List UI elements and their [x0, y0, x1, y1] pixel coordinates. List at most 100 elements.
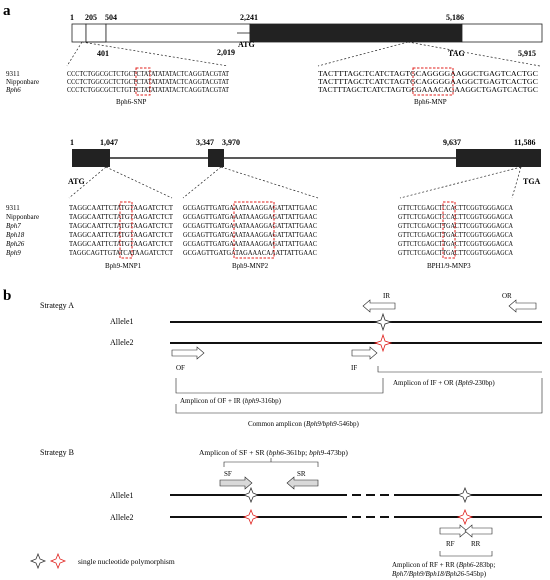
g2-mnp2-marker: Bph9-MNP2: [232, 262, 269, 270]
g2-block1: TAGGCAATTCTATGTAAGATCTCT TAGGCAATTCTATGT…: [69, 204, 174, 257]
strategy-a-allele2-label: Allele2: [110, 338, 134, 347]
g2-b3-seq-2: GTTCTCGAGCTCCACTTCGGTGGGAGCA: [398, 213, 513, 221]
g2-b2-seq-5: GCGAGTTGATGAAATAAAGGAGATTATTGAAC: [183, 240, 317, 248]
primer-sf-arrow-icon: [219, 476, 253, 490]
primer-of-arrow-icon: [171, 346, 205, 360]
gene1-tag: TAG: [448, 49, 465, 58]
gene2-coord-3970: 3,970: [222, 138, 240, 147]
g1-left-seq-3: CCCTCTGGCGCTCTGTTCTATATATATACTCAGGTACGTA…: [67, 86, 230, 94]
g1-left-seq-1: CCCTCTGGCGCTCTGCTCTATATATATACTCAGGTACGTA…: [67, 70, 230, 78]
primer-ir-label: IR: [383, 292, 390, 300]
panel-a-label: a: [3, 3, 11, 19]
primer-if-label: IF: [351, 364, 357, 372]
g1-name-3: Bph6: [6, 86, 21, 94]
gene1-atg: ATG: [238, 40, 255, 49]
amp-if-or-text: Amplicon of IF + OR (Bph9-230bp): [393, 379, 495, 387]
g2-mnp1-highlight-box: [119, 201, 133, 259]
g2-mnp2-highlight-box: [233, 201, 275, 259]
strategy-b-title: Strategy B: [40, 448, 74, 457]
g2-b2-seq-1: GCGAGTTGATGAAATAAAGGAGATTATTGAAC: [183, 204, 317, 212]
g1-mnp-marker: Bph6-MNP: [414, 98, 447, 106]
gene2-coord-1047: 1,047: [100, 138, 118, 147]
g2-b2-seq-6: GCGAGTTGATGATAGAAACAAATTATTGAAC: [183, 249, 317, 257]
g1-snp-marker: Bph6-SNP: [116, 98, 146, 106]
gene2-coord-11586: 11,586: [514, 138, 536, 147]
primer-if-arrow-icon: [351, 346, 378, 360]
gene2-tga: TGA: [523, 177, 541, 186]
panel-b-label: b: [3, 288, 11, 304]
gene1-coord-2241: 2,241: [240, 13, 258, 22]
primer-or-label: OR: [502, 292, 512, 300]
legend-snp-red-icon: [49, 552, 67, 570]
strategy-b-snp2-red-icon: [456, 508, 474, 526]
primer-sf-label: SF: [224, 470, 232, 478]
amp-of-ir-bracket: [175, 378, 384, 394]
g2-mnp3-marker: BPH1/9-MNP3: [427, 262, 471, 270]
primer-sr-arrow-icon: [286, 476, 319, 490]
gene1-coord-5186: 5,186: [446, 13, 464, 22]
g2-name-3: Bph7: [6, 222, 21, 230]
amp-rf-rr-text-1: Amplicon of RF + RR (Bph6-283bp;: [392, 561, 495, 569]
amp-rf-rr-bracket: [439, 551, 493, 557]
amp-sf-sr-text: Amplicon of SF + SR (bph6-361bp; bph9-47…: [199, 448, 348, 457]
strategy-b-snp2-black-icon: [456, 486, 474, 504]
amp-common-text: Common amplicon (Bph9/bph9-546bp): [248, 420, 360, 428]
g2-b1-seq-3: TAGGCAATTCTATGTAAGATCTCT: [69, 222, 174, 230]
g2-b3-seq-6: GTTCTCGAGCTTGACTTCGGTGGGAGCA: [398, 249, 513, 257]
gene2-coord-3347: 3,347: [196, 138, 214, 147]
g1-snp-highlight-box: [135, 67, 151, 96]
g2-b1-seq-4: TAGGCAATTCTATGTAAGATCTCT: [69, 231, 174, 239]
gene1-coord-205: 205: [85, 13, 97, 22]
g1-name-1: 9311: [6, 70, 20, 78]
gene1-structure: [71, 23, 543, 43]
gene2-atg: ATG: [68, 177, 85, 186]
g1-right-seq-2: TACTTTAGCTCATCTAGTGCAGGGGAAGGCTGAGTCACTG…: [318, 78, 538, 86]
strategy-a-snp-red-icon: [373, 333, 393, 353]
g2-name-2: Nipponbare: [6, 213, 39, 221]
g2-b1-seq-6: TAGGCAGTTGTATCATAAGATCTCT: [69, 249, 174, 257]
amp-rf-rr-text-2: Bph7/Bph9/Bph18/Bph26-545bp): [392, 570, 487, 578]
strategy-b-snp1-red-icon: [242, 508, 260, 526]
g1-right-seq-3: TACTTTAGCTCATCTAGTGCGAAACAGAAGGCTGAGTCAC…: [318, 86, 538, 94]
g2-b2-seq-3: GCGAGTTGATGAAATAAAGGAGATTATTGAAC: [183, 222, 317, 230]
g2-b1-seq-2: TAGGCAATTCTATGTAAGATCTCT: [69, 213, 174, 221]
g2-name-6: Bph9: [6, 249, 21, 257]
strategy-b-allele2-label: Allele2: [110, 513, 134, 522]
primer-of-label: OF: [176, 364, 185, 372]
g2-b2-seq-4: GCGAGTTGATGAAATAAAGGAGATTATTGAAC: [183, 231, 317, 239]
strategy-a-title: Strategy A: [40, 301, 74, 310]
primer-ir-arrow-icon: [362, 299, 396, 313]
primer-or-arrow-icon: [508, 299, 537, 313]
strategy-b-allele1-label: Allele1: [110, 491, 134, 500]
strategy-a-allele1-label: Allele1: [110, 317, 134, 326]
gene1-zoom-lines: [66, 41, 541, 67]
g2-mnp1-marker: Bph9-MNP1: [105, 262, 142, 270]
gene1-coord-401: 401: [97, 49, 109, 58]
gene1-coord-5915: 5,915: [518, 49, 536, 58]
gene1-coord-2019: 2,019: [217, 48, 235, 57]
legend-snp-black-icon: [29, 552, 47, 570]
gene2-coord-9637: 9,637: [443, 138, 461, 147]
g1-left-seq-2: CCCTCTGGCGCTCTGCTCTATATATATACTCAGGTACGTA…: [67, 78, 230, 86]
g2-mnp3-highlight-box: [442, 201, 456, 259]
gene2-coord-1: 1: [70, 138, 74, 147]
g2-name-5: Bph26: [6, 240, 25, 248]
strategy-a-snp-black-icon: [373, 312, 393, 332]
gene1-coord-504: 504: [105, 13, 117, 22]
amp-of-ir-text: Amplicon of OF + IR (bph9-316bp): [180, 397, 282, 405]
amp-common-bracket: [175, 378, 543, 414]
g2-name-1: 9311: [6, 204, 20, 212]
gene1-coord-1: 1: [70, 13, 74, 22]
g1-mnp-highlight-box: [412, 67, 454, 96]
gene2-structure: [72, 149, 541, 167]
g1-name-2: Nipponbare: [6, 78, 39, 86]
strategy-b-snp1-black-icon: [242, 486, 260, 504]
primer-rr-label: RR: [471, 540, 481, 548]
primer-rr-arrow-icon: [464, 524, 493, 538]
g2-b2-seq-2: GCGAGTTGATGAAATAAAGGAGATTATTGAAC: [183, 213, 317, 221]
gene2-zoom-lines: [68, 166, 522, 199]
g2-block2: GCGAGTTGATGAAATAAAGGAGATTATTGAAC GCGAGTT…: [183, 204, 317, 257]
amp-if-or-bracket: [377, 366, 542, 373]
primer-sr-label: SR: [297, 470, 306, 478]
